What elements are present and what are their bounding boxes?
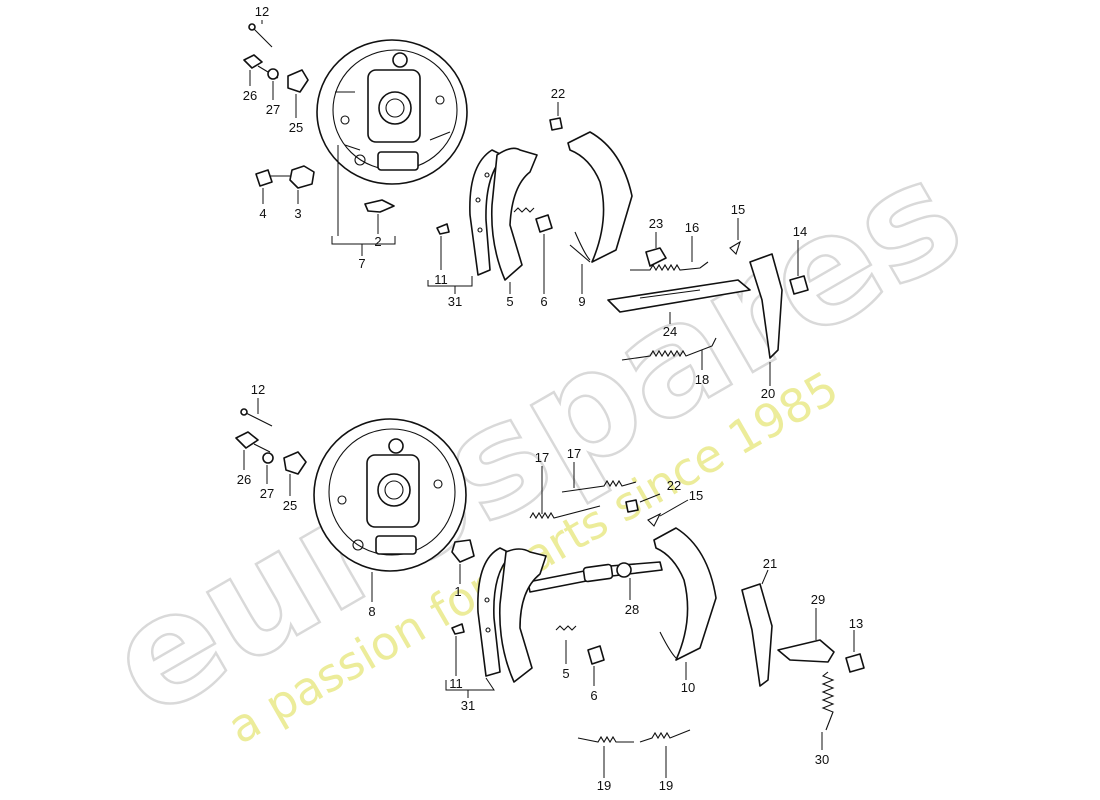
backing-plate-upper bbox=[316, 39, 468, 185]
label-12-lower: 12 bbox=[251, 382, 265, 397]
label-22-lower: 22 bbox=[667, 478, 681, 493]
label-18-upper: 18 bbox=[695, 372, 709, 387]
clip-25-upper bbox=[287, 69, 309, 93]
brake-shoe-31-lower bbox=[477, 547, 547, 683]
label-7-upper: 7 bbox=[358, 256, 365, 271]
label-17a-lower: 17 bbox=[535, 450, 549, 465]
label-8-lower: 8 bbox=[368, 604, 375, 619]
label-5-lower: 5 bbox=[562, 666, 569, 681]
label-25-lower: 25 bbox=[283, 498, 297, 513]
label-17b-lower: 17 bbox=[567, 446, 581, 461]
label-31-upper: 31 bbox=[448, 294, 462, 309]
label-15-upper: 15 bbox=[731, 202, 745, 217]
washer-27-lower bbox=[262, 452, 274, 464]
label-25-upper: 25 bbox=[289, 120, 303, 135]
upper-leader-lines bbox=[249, 20, 799, 386]
label-29-lower: 29 bbox=[811, 592, 825, 607]
pin-12-lower bbox=[240, 408, 273, 427]
upper-assembly: 12 26 27 25 4 3 2 7 11 31 5 6 22 9 23 16… bbox=[243, 4, 809, 401]
label-27-upper: 27 bbox=[266, 102, 280, 117]
spring-17b-lower bbox=[561, 479, 637, 493]
label-11-lower: 11 bbox=[449, 676, 463, 691]
clip-25-lower bbox=[283, 451, 307, 475]
label-11-upper: 11 bbox=[434, 272, 448, 287]
label-4-upper: 4 bbox=[259, 206, 266, 221]
lever-20-upper bbox=[749, 253, 783, 359]
pin-12-upper bbox=[248, 23, 273, 48]
clip-22-lower bbox=[625, 499, 639, 513]
label-5-upper: 5 bbox=[506, 294, 513, 309]
clip-15-lower bbox=[647, 512, 662, 527]
label-6-lower: 6 bbox=[590, 688, 597, 703]
lower-part-labels: 12 26 27 25 8 1 17 17 22 15 28 10 21 29 … bbox=[237, 382, 863, 793]
strut-24-upper bbox=[607, 279, 751, 313]
label-26-upper: 26 bbox=[243, 88, 257, 103]
lower-assembly: 12 26 27 25 8 1 17 17 22 15 28 10 21 29 … bbox=[235, 382, 865, 793]
adjuster-28-lower bbox=[527, 561, 663, 593]
label-26-lower: 26 bbox=[237, 472, 251, 487]
spring-5-upper bbox=[513, 207, 535, 213]
label-19a-lower: 19 bbox=[597, 778, 611, 793]
plate-2-upper bbox=[364, 199, 395, 213]
spring-30-lower bbox=[821, 671, 835, 731]
bushing-1-lower bbox=[451, 539, 475, 563]
spring-17a-lower bbox=[529, 505, 601, 520]
label-21-lower: 21 bbox=[763, 556, 777, 571]
lever-21-lower bbox=[741, 583, 773, 687]
bracket-29-lower bbox=[777, 639, 835, 663]
label-16-upper: 16 bbox=[685, 220, 699, 235]
label-22-upper: 22 bbox=[551, 86, 565, 101]
label-2-upper: 2 bbox=[374, 234, 381, 249]
label-6-upper: 6 bbox=[540, 294, 547, 309]
label-23-upper: 23 bbox=[649, 216, 663, 231]
label-30-lower: 30 bbox=[815, 752, 829, 767]
upper-part-labels: 12 26 27 25 4 3 2 7 11 31 5 6 22 9 23 16… bbox=[243, 4, 807, 401]
spring-18-upper bbox=[621, 337, 717, 361]
screw-11-lower bbox=[451, 623, 465, 635]
clip-15-upper bbox=[729, 240, 741, 256]
label-1-lower: 1 bbox=[454, 584, 461, 599]
label-13-lower: 13 bbox=[849, 616, 863, 631]
label-24-upper: 24 bbox=[663, 324, 677, 339]
label-19b-lower: 19 bbox=[659, 778, 673, 793]
label-27-lower: 27 bbox=[260, 486, 274, 501]
clip-23-upper bbox=[645, 247, 667, 267]
label-3-upper: 3 bbox=[294, 206, 301, 221]
washer-27-upper bbox=[267, 68, 279, 80]
spring-19b-lower bbox=[639, 729, 691, 743]
brake-shoe-10-lower bbox=[653, 527, 717, 661]
label-28-lower: 28 bbox=[625, 602, 639, 617]
label-12-upper: 12 bbox=[255, 4, 269, 19]
spring-19a-lower bbox=[577, 735, 634, 744]
label-20-upper: 20 bbox=[761, 386, 775, 401]
screw-11-upper bbox=[436, 223, 450, 235]
spring-5-lower bbox=[555, 625, 577, 631]
label-10-lower: 10 bbox=[681, 680, 695, 695]
cup-6-upper bbox=[535, 214, 553, 233]
brake-shoe-9-upper bbox=[567, 131, 633, 263]
bolt-26-lower bbox=[235, 431, 271, 453]
backing-plate-lower bbox=[313, 418, 467, 572]
bolt-14-upper bbox=[789, 275, 809, 295]
bolt-13-lower bbox=[845, 653, 865, 673]
brake-shoe-31-upper bbox=[469, 147, 538, 281]
label-31-lower: 31 bbox=[461, 698, 475, 713]
spring-16-upper bbox=[630, 261, 709, 272]
nut-3-upper bbox=[289, 165, 315, 189]
bolt-4-upper bbox=[255, 169, 290, 187]
label-9-upper: 9 bbox=[578, 294, 585, 309]
clip-22-upper bbox=[549, 117, 563, 131]
label-14-upper: 14 bbox=[793, 224, 807, 239]
label-15-lower: 15 bbox=[689, 488, 703, 503]
lower-leader-lines bbox=[243, 398, 855, 778]
cup-6-lower bbox=[587, 645, 605, 665]
